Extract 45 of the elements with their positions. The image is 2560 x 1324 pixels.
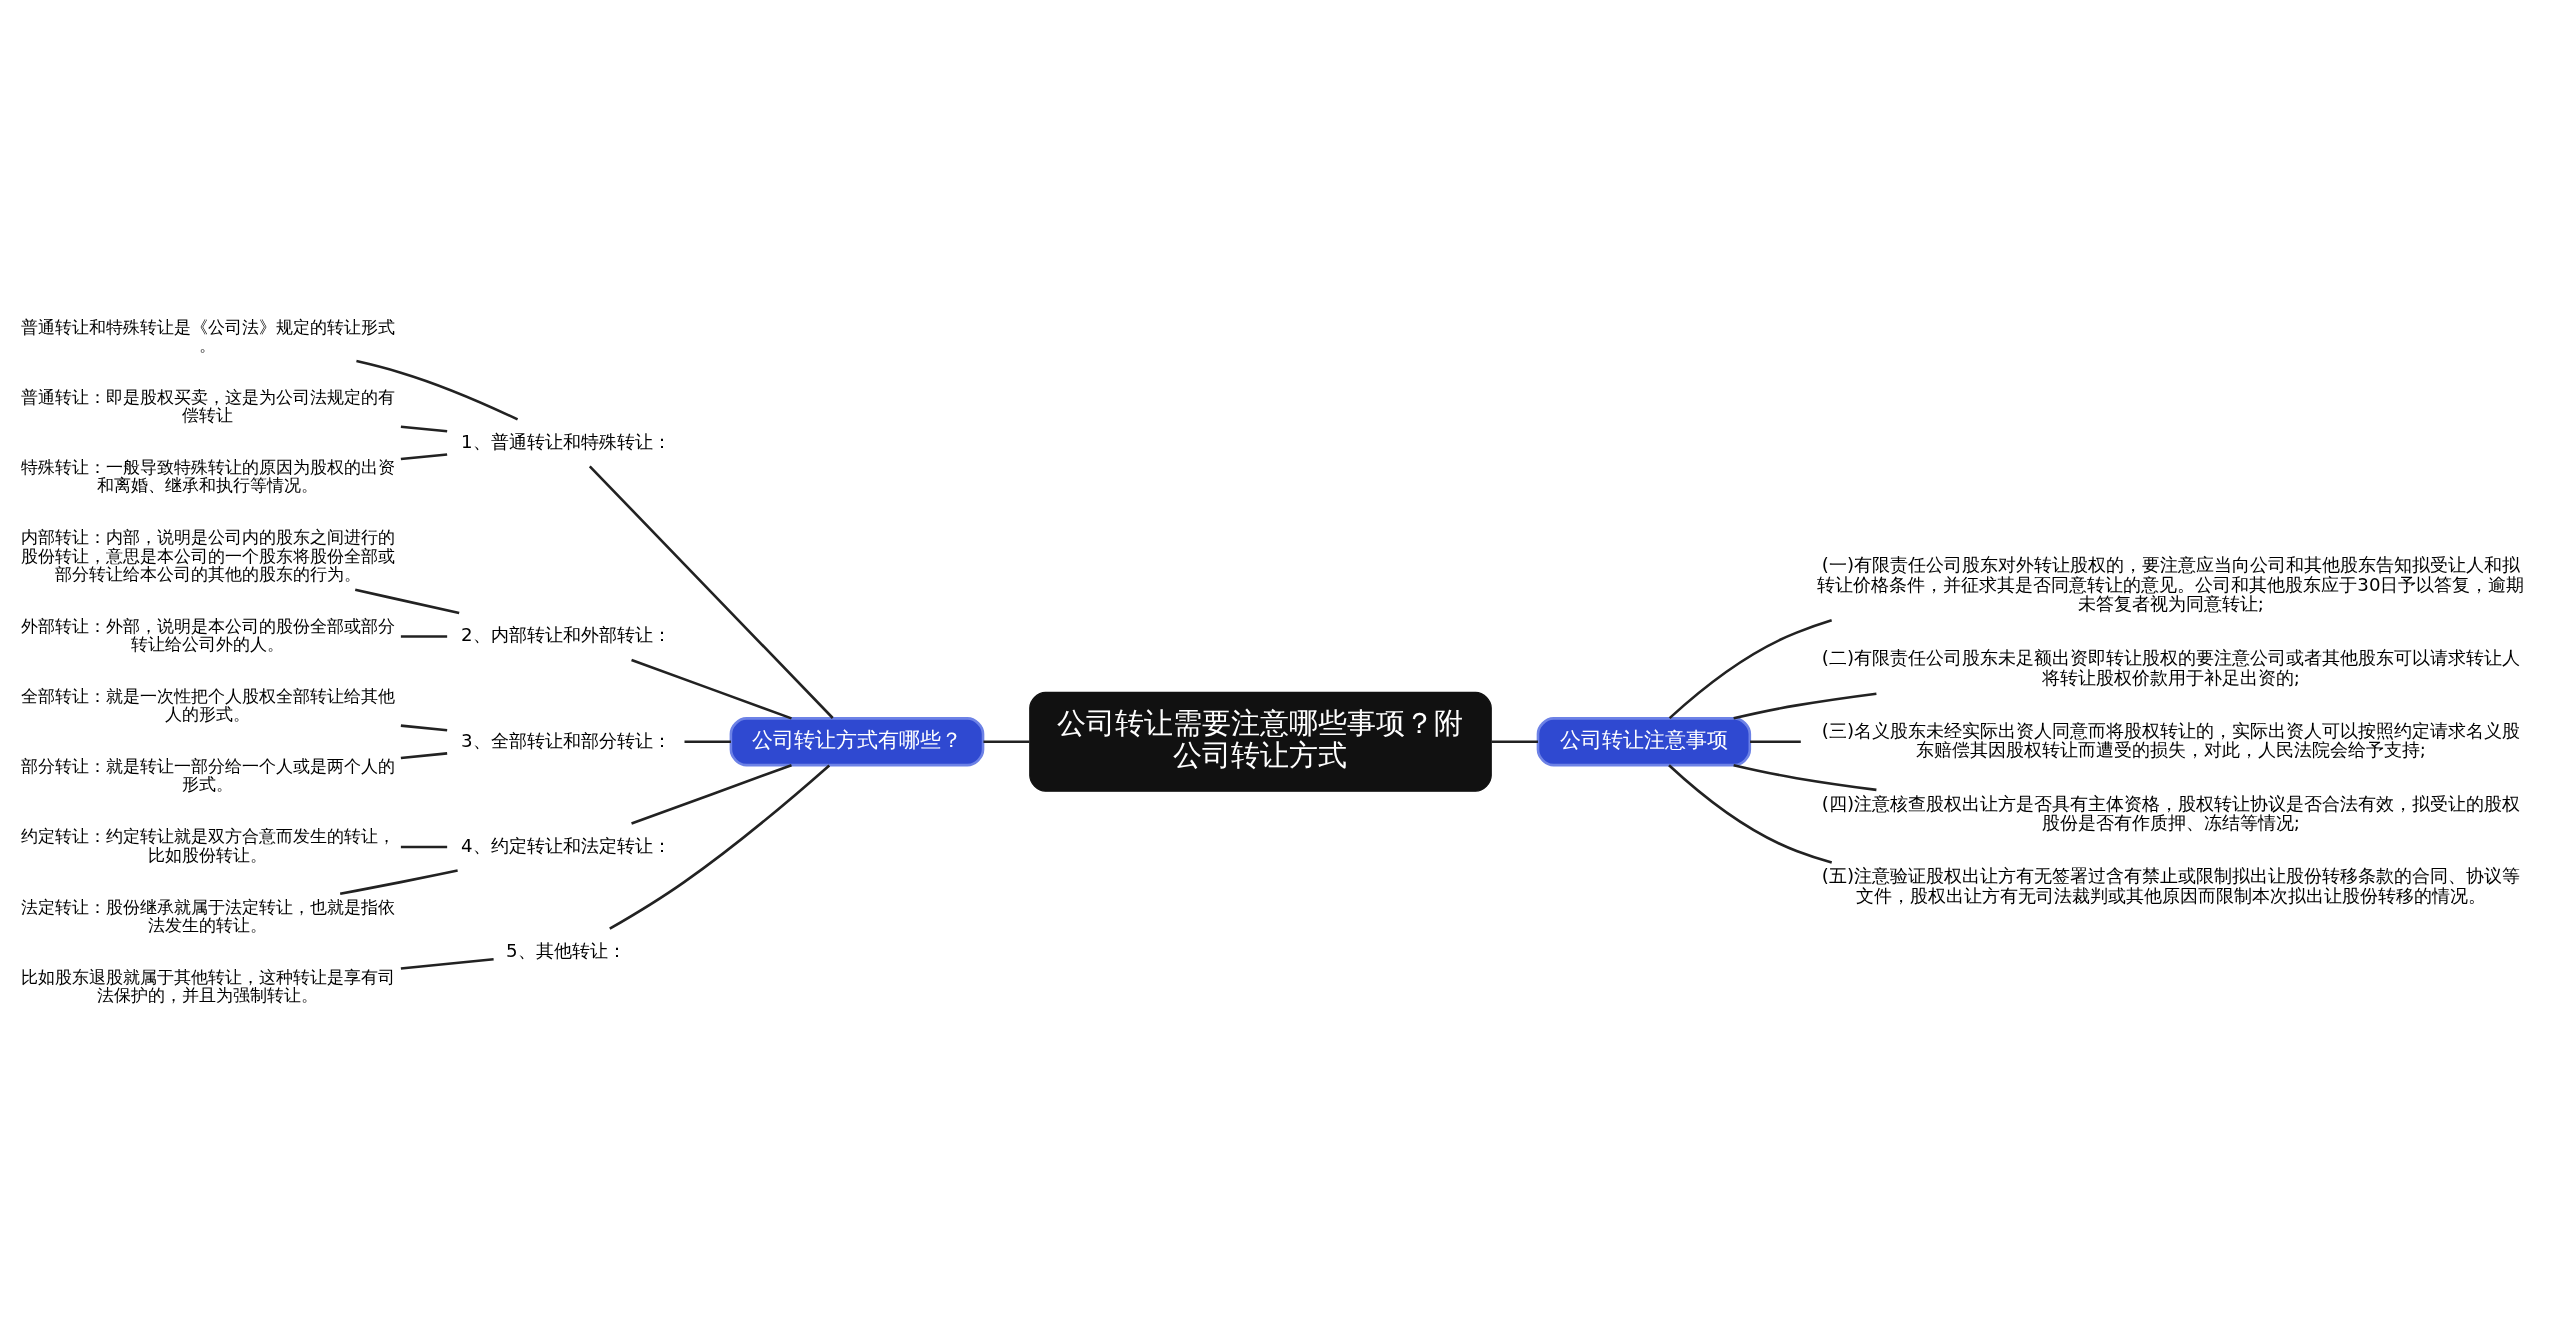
node-text: 1、普通转让和特殊转让：: [461, 430, 671, 452]
node-text: (三)名义股东未经实际出资人同意而将股权转让的，实际出资人可以按照约定请求名义股东赔偿其因股权转让而遭受的损失，对此，人民法院会给予支持;: [1821, 719, 2520, 760]
node-text: 5、其他转让：: [506, 939, 626, 961]
node-text: 内部转让：内部，说明是公司内的股东之间进行的股份转让，意思是本公司的一个股东将股份全部或部分转让给本公司的其他的股东的行为。: [20, 526, 395, 584]
connector: [400, 751, 448, 759]
connector: [1750, 740, 1801, 743]
connector: [1491, 740, 1538, 743]
connector: [400, 634, 448, 638]
node-text: 外部转让：外部，说明是本公司的股份全部或部分转让给公司外的人。: [20, 615, 395, 654]
node-text: 约定转让：约定转让就是双方合意而发生的转让，比如股份转让。: [20, 825, 395, 865]
node-text: (四)注意核查股权出让方是否具有主体资格，股权转让协议是否合法有效，拟受让的股权股份是否有作质押、冻结等情况;: [1821, 792, 2520, 833]
connector: [684, 740, 731, 743]
node-text: 普通转让：即是股权买卖，这是为公司法规定的有偿转让: [20, 386, 395, 425]
connector: [983, 740, 1030, 743]
node-text: 比如股东退股就属于其他转让，这种转让是享有司法保护的，并且为强制转让。: [20, 966, 395, 1005]
connector: [400, 424, 448, 433]
node-text: 全部转让：就是一次性把个人股权全部转让给其他人的形式。: [20, 685, 395, 724]
connector: [400, 452, 448, 460]
connector: [609, 763, 831, 930]
node-text: 2、内部转让和外部转让：: [461, 623, 671, 645]
connector: [1733, 763, 1877, 791]
node-box: 公司转让方式有哪些？: [729, 716, 985, 766]
node-text: 3、全部转让和部分转让：: [461, 729, 671, 751]
connector: [400, 723, 448, 731]
node-box: 公司转让注意事项: [1536, 716, 1752, 766]
connector: [400, 957, 494, 970]
connector: [631, 763, 792, 825]
node-text: 普通转让和特殊转让是《公司法》规定的转让形式。: [20, 316, 395, 355]
connector: [354, 588, 460, 614]
connector: [400, 845, 448, 848]
node-text: (五)注意验证股权出让方有无签署过含有禁止或限制拟出让股份转移条款的合同、协议等文件，股权出让方有无司法裁判或其他原因而限制本次拟出让股份转移的情况。: [1821, 864, 2520, 906]
node-box: 公司转让需要注意哪些事项？附公司转让方式: [1029, 691, 1492, 792]
node-text: 部分转让：就是转让一部分给一个人或是两个人的形式。: [20, 755, 395, 794]
node-text: 4、约定转让和法定转让：: [461, 834, 671, 856]
node-text: 法定转让：股份继承就属于法定转让，也就是指依法发生的转让。: [20, 896, 395, 935]
connector: [588, 464, 834, 719]
node-text: (二)有限责任公司股东未足额出资即转让股权的要注意公司或者其他股东可以请求转让人将转让股权价款用于补足出资的;: [1821, 646, 2520, 688]
node-text: 特殊转让：一般导致特殊转让的原因为股权的出资和离婚、继承和执行等情况。: [20, 456, 395, 495]
connector: [631, 658, 792, 720]
connector: [339, 868, 458, 895]
connector: [356, 359, 519, 421]
node-text: (一)有限责任公司股东对外转让股权的，要注意应当向公司和其他股东告知拟受让人和拟转让价格条件，并征求其是否同意转让的意见。公司和其他股东应于30日予以答复，逾期未答复者视为同意转让;: [1817, 553, 2525, 614]
connector: [1668, 763, 1833, 864]
connector: [1668, 618, 1833, 719]
connector: [1733, 691, 1877, 720]
